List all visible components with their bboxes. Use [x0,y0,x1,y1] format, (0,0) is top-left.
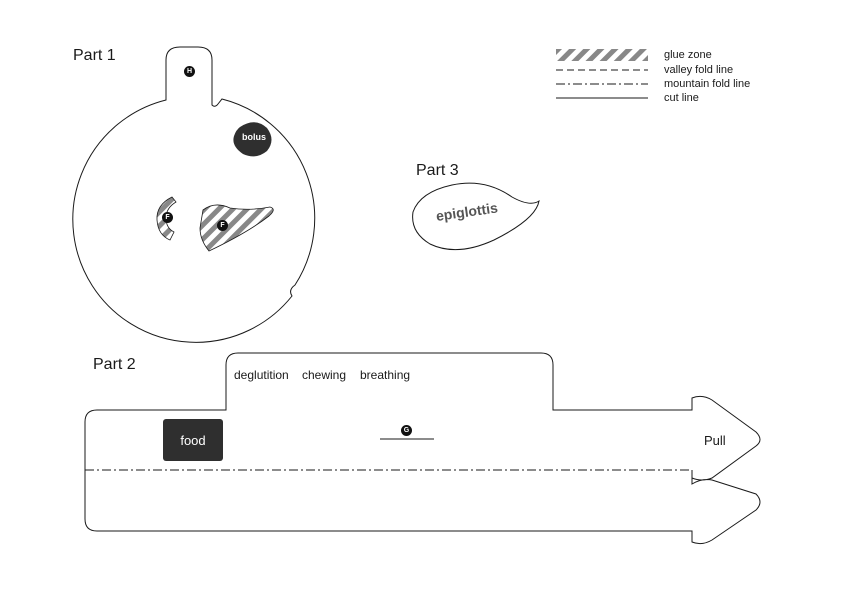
part3-title: Part 3 [416,162,459,179]
tab-word-breathing: breathing [360,368,411,382]
legend-row-valley: valley fold line [556,63,796,77]
valley-fold-swatch [556,69,648,71]
part2-title: Part 2 [93,356,136,373]
left-glue-flap [156,196,177,241]
legend-row-mountain: mountain fold line [556,77,796,91]
legend-label: cut line [664,92,699,104]
part2-strip-outline [84,352,761,545]
right-glue-flap [199,204,274,252]
food-label: food [180,432,206,448]
legend-row-cut: cut line [556,91,796,105]
legend-label: glue zone [664,49,712,61]
legend-label: valley fold line [664,64,734,76]
flap-marker-right: F [217,220,228,231]
slot-marker-g: G [401,425,412,436]
epiglottis-shape [412,182,540,251]
bolus-blob [233,122,272,157]
tab-word-chewing: chewing [302,368,347,382]
glue-zone-swatch [556,49,648,61]
tab-marker-h: H [184,66,195,77]
part1-title: Part 1 [73,47,116,64]
cut-line-swatch [556,97,648,99]
food-box: food [163,419,223,461]
pull-label: Pull [704,433,726,448]
part1-disc-outline [72,46,316,343]
flap-marker-left: F [162,212,173,223]
legend-label: mountain fold line [664,78,751,90]
legend-row-glue: glue zone [556,48,796,62]
tab-word-deglutition: deglutition [234,368,289,382]
bolus-label: bolus [242,132,266,142]
mountain-fold-swatch [556,83,648,85]
